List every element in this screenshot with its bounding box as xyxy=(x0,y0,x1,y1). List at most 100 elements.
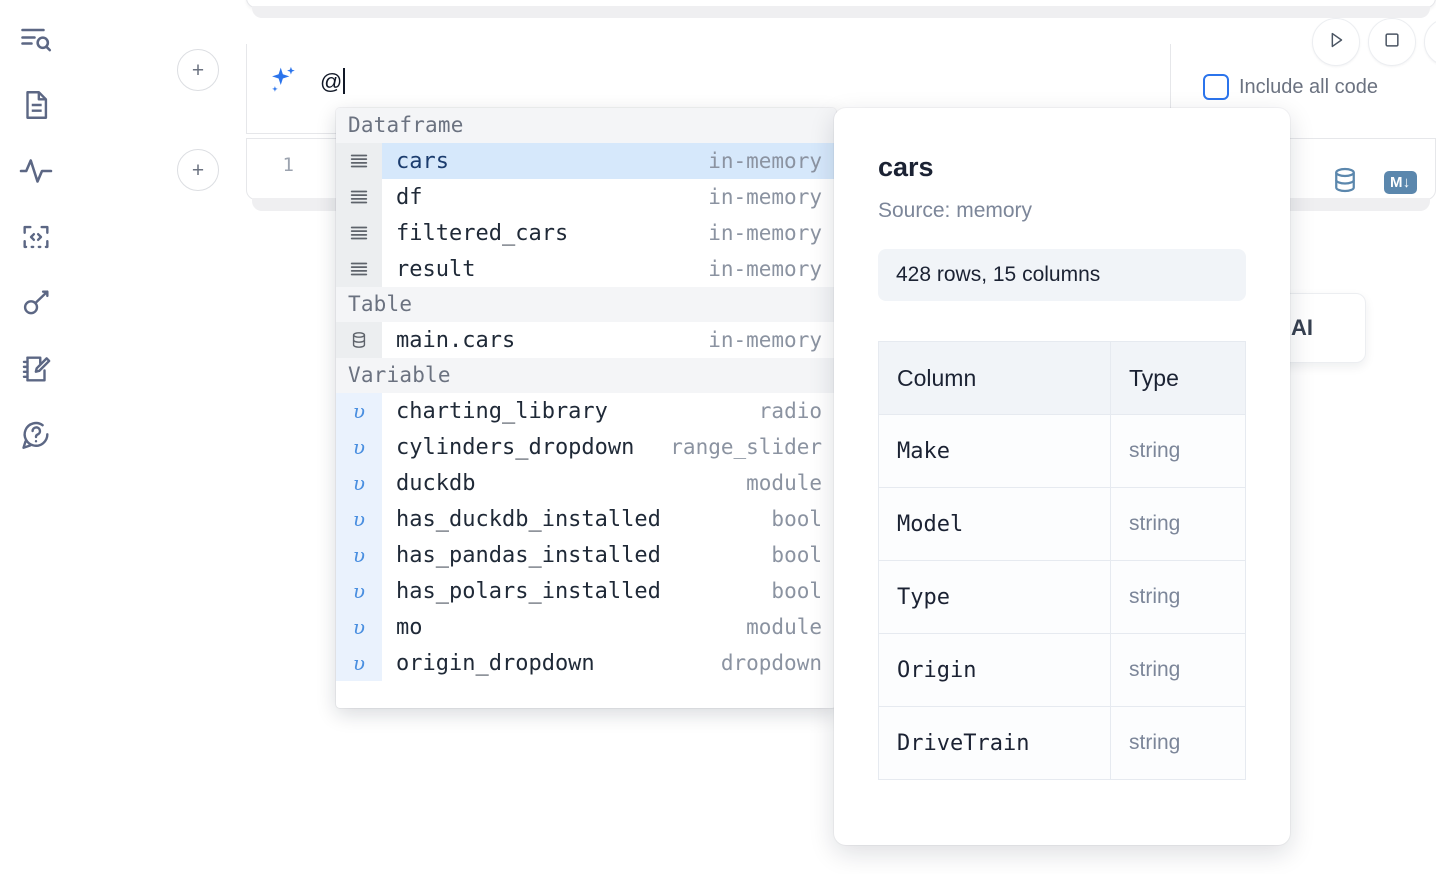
autocomplete-item[interactable]: filtered_cars in-memory xyxy=(336,215,836,251)
sidebar-item-activity[interactable] xyxy=(13,148,59,194)
text-caret xyxy=(343,68,346,94)
sidebar-item-scratchpad[interactable] xyxy=(13,346,59,392)
autocomplete-item-type: bool xyxy=(771,507,822,531)
dataframe-icon xyxy=(336,143,382,179)
variable-icon: υ xyxy=(336,573,382,609)
autocomplete-item[interactable]: υ has_duckdb_installed bool xyxy=(336,501,836,537)
key-icon xyxy=(19,286,53,320)
autocomplete-item[interactable]: υ has_pandas_installed bool xyxy=(336,537,836,573)
include-all-code-checkbox[interactable] xyxy=(1203,74,1229,100)
dataframe-icon xyxy=(336,251,382,287)
variable-icon: υ xyxy=(336,429,382,465)
autocomplete-item-name: filtered_cars xyxy=(396,220,569,246)
autocomplete-item[interactable]: υ has_polars_installed bool xyxy=(336,573,836,609)
autocomplete-item-name: origin_dropdown xyxy=(396,650,595,676)
autocomplete-item-name: has_pandas_installed xyxy=(396,542,661,568)
sidebar-item-secrets[interactable] xyxy=(13,280,59,326)
autocomplete-item-type: in-memory xyxy=(708,149,822,173)
variable-icon: υ xyxy=(336,609,382,645)
variable-icon: υ xyxy=(336,537,382,573)
run-controls xyxy=(1312,18,1436,66)
dataframe-detail-panel: cars Source: memory 428 rows, 15 columns… xyxy=(834,108,1290,845)
run-button[interactable] xyxy=(1312,18,1360,66)
schema-column-type: string xyxy=(1110,633,1246,707)
include-all-code-label: Include all code xyxy=(1239,75,1378,98)
sidebar-item-outline[interactable] xyxy=(13,16,59,62)
activity-icon xyxy=(18,153,54,189)
document-icon xyxy=(19,88,53,122)
play-icon xyxy=(1325,29,1347,56)
autocomplete-item-type: in-memory xyxy=(708,221,822,245)
database-icon[interactable] xyxy=(1330,165,1360,200)
autocomplete-item-name: has_polars_installed xyxy=(396,578,661,604)
autocomplete-item-name: main.cars xyxy=(396,327,516,353)
markdown-badge[interactable]: M↓ xyxy=(1384,171,1417,194)
variable-icon: υ xyxy=(336,393,382,429)
autocomplete-item-name: cars xyxy=(396,148,449,174)
schema-column-name: Model xyxy=(878,487,1111,561)
autocomplete-section-header: Variable xyxy=(336,358,836,393)
autocomplete-item-type: bool xyxy=(771,543,822,567)
add-cell-button-top[interactable]: + xyxy=(177,49,219,91)
autocomplete-item[interactable]: cars in-memory xyxy=(336,143,836,179)
schema-column-type: string xyxy=(1110,560,1246,634)
include-all-code-row[interactable]: Include all code xyxy=(1203,74,1378,100)
autocomplete-section-header: Table xyxy=(336,287,836,322)
stop-button[interactable] xyxy=(1368,18,1416,66)
autocomplete-item-name: charting_library xyxy=(396,398,608,424)
autocomplete-item-body: filtered_cars in-memory xyxy=(382,215,836,251)
sidebar-item-notebook[interactable] xyxy=(13,82,59,128)
variable-icon: υ xyxy=(336,501,382,537)
icon-sidebar xyxy=(0,0,72,874)
line-number: 1 xyxy=(282,154,294,176)
stop-square-icon xyxy=(1382,30,1402,55)
detail-header: cars Source: memory 428 rows, 15 columns xyxy=(834,108,1290,301)
autocomplete-item-name: mo xyxy=(396,614,423,640)
schema-table-header-row: Column Type xyxy=(878,341,1246,415)
plus-icon: + xyxy=(191,58,205,82)
add-cell-button-bottom[interactable]: + xyxy=(177,149,219,191)
detail-stats-badge: 428 rows, 15 columns xyxy=(878,249,1246,301)
sidebar-item-help[interactable] xyxy=(13,412,59,458)
plus-icon: + xyxy=(191,158,205,182)
schema-column-type: string xyxy=(1110,706,1246,780)
ai-prompt-value: @ xyxy=(320,69,343,94)
schema-column-type: string xyxy=(1110,414,1246,488)
dataframe-icon xyxy=(336,215,382,251)
detail-title: cars xyxy=(878,152,934,182)
autocomplete-item-type: bool xyxy=(771,579,822,603)
autocomplete-item-name: has_duckdb_installed xyxy=(396,506,661,532)
autocomplete-item-body: has_polars_installed bool xyxy=(382,573,836,609)
autocomplete-item-name: cylinders_dropdown xyxy=(396,434,635,460)
autocomplete-item-name: result xyxy=(396,256,476,282)
sidebar-item-snippets[interactable] xyxy=(13,214,59,260)
autocomplete-item[interactable]: main.cars in-memory xyxy=(336,322,836,358)
help-chat-icon xyxy=(19,418,53,452)
ai-prompt-inner: @ xyxy=(246,44,1171,134)
autocomplete-item-type: in-memory xyxy=(708,328,822,352)
autocomplete-item-name: duckdb xyxy=(396,470,476,496)
database-icon xyxy=(336,322,382,358)
extra-button[interactable] xyxy=(1424,18,1436,66)
ai-prompt-input[interactable]: @ xyxy=(320,68,346,95)
autocomplete-item-body: cars in-memory xyxy=(382,143,836,179)
schema-header-column: Column xyxy=(878,341,1111,415)
